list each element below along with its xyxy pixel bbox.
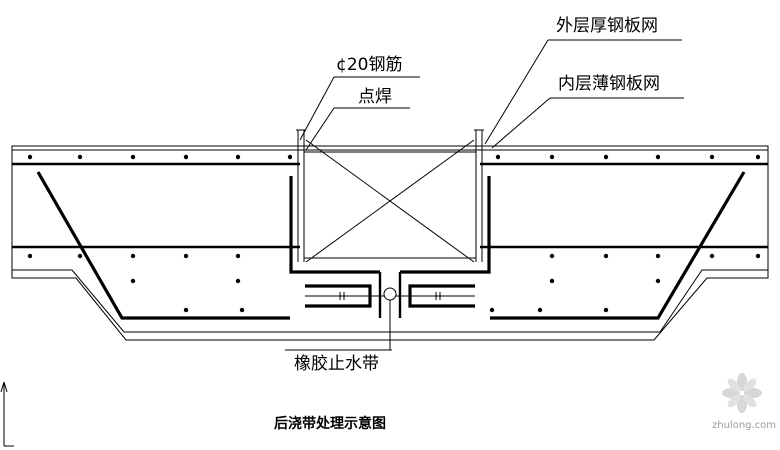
- watermark-logo-icon: [722, 373, 762, 413]
- label-waterstop: 橡胶止水带: [294, 354, 379, 374]
- label-rebar: ¢20钢筋: [336, 55, 402, 75]
- rebar-dots: [27, 154, 761, 313]
- label-outer-mesh: 外层厚钢板网: [556, 16, 658, 36]
- joint-plates: [289, 176, 491, 318]
- watermark-text: zhulong.com: [712, 420, 776, 431]
- label-inner-mesh: 内层薄钢板网: [558, 74, 660, 94]
- leader-lines: [285, 39, 684, 351]
- axis-marker-icon: [0, 381, 14, 447]
- bottom-rebar: [36, 171, 746, 320]
- diagram-caption: 后浇带处理示意图: [274, 415, 386, 432]
- slab-outline: [11, 145, 769, 341]
- steel-mesh-cage: [296, 129, 484, 263]
- rubber-waterstop: [305, 287, 475, 301]
- label-spot-weld: 点焊: [358, 87, 392, 107]
